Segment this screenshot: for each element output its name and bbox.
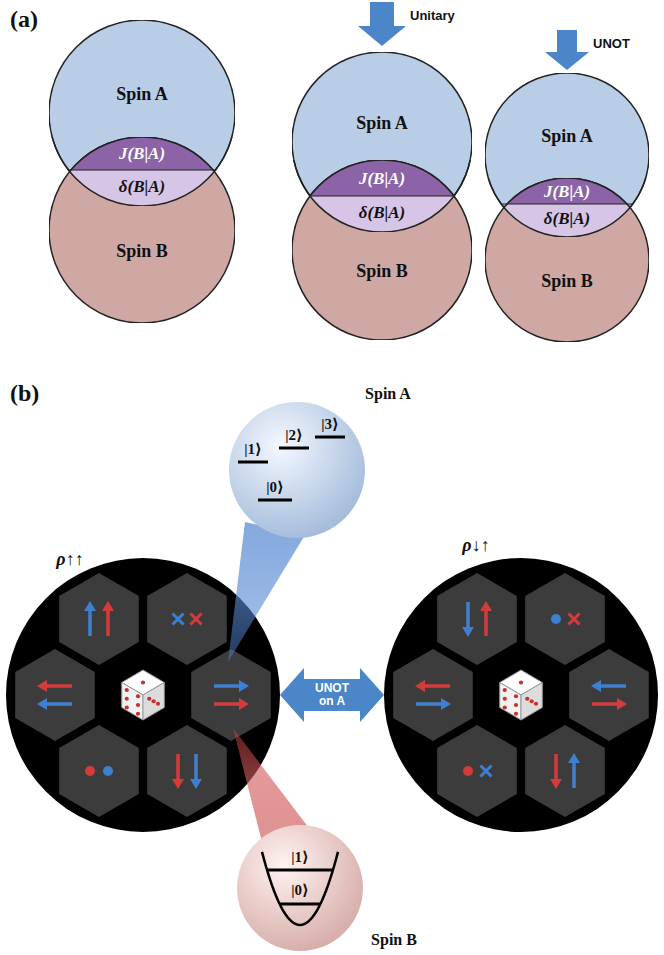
text-holder: Spin B [356, 262, 408, 282]
text-holder: |1⟩ [291, 849, 309, 866]
shape [49, 137, 235, 323]
state-label: |1⟩ [244, 441, 262, 457]
shape [292, 160, 472, 196]
text-holder: δ(B|A) [119, 178, 165, 197]
shape [49, 170, 235, 206]
divider-line [485, 203, 649, 204]
shape [485, 178, 649, 204]
node-label: δ(B|A) [359, 203, 405, 222]
spin-b-sphere: |1⟩|0⟩Spin B [237, 825, 363, 951]
shape [49, 137, 235, 170]
arrow-label: UNOT on A [315, 681, 349, 708]
shape [49, 137, 235, 170]
node-label: J(B|A) [359, 169, 405, 188]
node-label: Spin B [116, 241, 168, 261]
classical-region: J(B|A) [49, 137, 235, 170]
panel-label: (b) [10, 380, 39, 406]
text-holder: |2⟩ [285, 427, 303, 444]
node-label: Spin B [541, 271, 593, 291]
text-holder: Spin B [116, 242, 168, 262]
text-holder: J(B|A) [359, 170, 405, 189]
text-holder: (b) [10, 380, 39, 407]
shape [229, 402, 365, 538]
state-label: |2⟩ [285, 427, 303, 443]
node-shape [384, 558, 658, 832]
energy-level [280, 903, 320, 906]
text-holder: |0⟩ [266, 479, 284, 496]
divider-line [292, 196, 472, 197]
node-label: Spin B [371, 931, 417, 948]
shape [485, 178, 649, 204]
discord-region: δ(B|A) [49, 170, 235, 206]
spin-hexagons [393, 573, 649, 817]
node-shape [229, 402, 365, 538]
divider-line [49, 170, 235, 171]
spin-hexagons [15, 573, 271, 817]
divider-line [485, 204, 649, 205]
text-holder: |1⟩ [244, 441, 262, 458]
text-holder: δ(B|A) [544, 210, 590, 229]
state-circle: ρ↓↑ [384, 558, 658, 832]
node-label: Spin B [356, 261, 408, 281]
divider-line [49, 169, 235, 170]
state-label: |0⟩ [291, 882, 309, 898]
shape [292, 160, 472, 196]
text-holder: (a) [10, 6, 38, 33]
state-label: |0⟩ [266, 479, 284, 495]
text-holder: Spin A [541, 127, 593, 147]
text-holder: Unitary [410, 8, 455, 23]
shape [6, 558, 280, 832]
discord-region: δ(B|A) [485, 204, 649, 237]
node-label: δ(B|A) [119, 177, 165, 196]
node-label: J(B|A) [544, 182, 590, 201]
discord-region: δ(B|A) [292, 196, 472, 232]
node-label: ρ↑↑ [56, 549, 83, 569]
text-holder: δ(B|A) [359, 204, 405, 223]
operation-label: Unitary [410, 8, 455, 23]
text-holder: ρ↓↑ [462, 536, 489, 556]
shape [292, 196, 472, 232]
energy-level [315, 436, 345, 439]
spin-a-sphere: |1⟩|2⟩|3⟩|0⟩Spin A [229, 402, 365, 538]
node-label: ρ↓↑ [462, 535, 489, 555]
text-holder: |3⟩ [321, 416, 339, 433]
text-holder: Spin A [356, 114, 408, 134]
node-label: Spin A [356, 113, 408, 133]
node-label: Spin A [365, 385, 411, 402]
down-arrow [545, 30, 589, 70]
shape [384, 558, 658, 832]
text-holder: ρ↑↑ [56, 550, 83, 570]
divider-line [292, 195, 472, 196]
text-holder: Spin A [116, 85, 168, 105]
state-label: |1⟩ [291, 849, 309, 865]
text-holder: UNOT on A [309, 682, 355, 707]
text-holder: Spin B [371, 931, 417, 949]
shape [237, 825, 363, 951]
shape [485, 204, 649, 237]
energy-level [258, 499, 292, 502]
down-arrow [358, 2, 406, 46]
energy-level [279, 447, 309, 450]
energy-level [267, 869, 333, 872]
node-label: Spin A [116, 84, 168, 104]
text-holder: |0⟩ [291, 882, 309, 899]
node-label: δ(B|A) [544, 209, 590, 228]
energy-level [238, 461, 268, 464]
text-holder: J(B|A) [119, 145, 165, 164]
shape [485, 178, 649, 342]
node-label: J(B|A) [119, 144, 165, 163]
text-holder: Spin A [365, 385, 411, 403]
text-holder: Spin B [541, 272, 593, 292]
classical-region: J(B|A) [292, 160, 472, 196]
node-label: Spin A [541, 126, 593, 146]
text-holder: J(B|A) [544, 183, 590, 202]
panel-label: (a) [10, 6, 38, 32]
text-holder: UNOT [593, 36, 630, 51]
operation-label: UNOT [593, 36, 630, 51]
classical-region: J(B|A) [485, 178, 649, 204]
double-arrow [280, 668, 384, 722]
shape [292, 160, 472, 340]
state-label: |3⟩ [321, 416, 339, 432]
